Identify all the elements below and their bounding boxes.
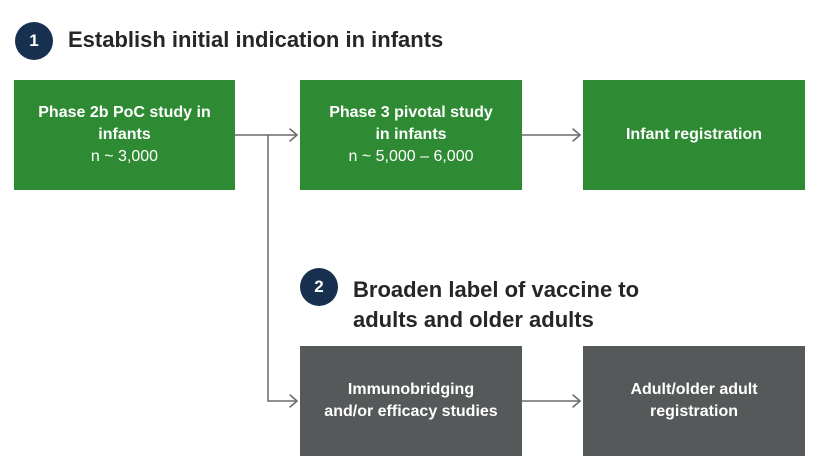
phase-2b-line2: infants bbox=[98, 126, 151, 143]
phase-3-line2: in infants bbox=[375, 126, 447, 143]
phase-2b-box: Phase 2b PoC study in infants n ~ 3,000 bbox=[14, 80, 235, 190]
arrowhead-phase3 bbox=[289, 128, 298, 142]
step-1-badge: 1 bbox=[15, 22, 53, 60]
phase-2b-sample-size: n ~ 3,000 bbox=[90, 148, 159, 165]
step-2-number: 2 bbox=[314, 277, 324, 296]
immunobridging-line1: Immunobridging bbox=[347, 381, 475, 398]
phase-3-sample-size: n ~ 5,000 – 6,000 bbox=[348, 148, 474, 165]
section-2-title-line1: Broaden label of vaccine to bbox=[353, 277, 640, 302]
infant-registration-box: Infant registration bbox=[583, 80, 805, 190]
phase-3-line1: Phase 3 pivotal study bbox=[329, 104, 493, 121]
section-2-title-line2: adults and older adults bbox=[353, 307, 594, 332]
adult-registration-box: Adult/older adult registration bbox=[583, 346, 805, 456]
arrowhead-immunobridging bbox=[289, 394, 298, 408]
adult-registration-line1: Adult/older adult bbox=[630, 381, 758, 398]
immunobridging-box: Immunobridging and/or efficacy studies bbox=[300, 346, 522, 456]
arrowhead-adult-registration bbox=[572, 394, 581, 408]
phase-2b-line1: Phase 2b PoC study in bbox=[38, 104, 211, 121]
infant-registration-label: Infant registration bbox=[625, 126, 762, 143]
phase-3-box: Phase 3 pivotal study in infants n ~ 5,0… bbox=[300, 80, 522, 190]
immunobridging-line2: and/or efficacy studies bbox=[324, 403, 498, 420]
section-2-title: Broaden label of vaccine to adults and o… bbox=[353, 275, 639, 335]
step-1-number: 1 bbox=[29, 31, 39, 50]
adult-registration-line2: registration bbox=[649, 403, 738, 420]
arrowhead-infant-registration bbox=[572, 128, 581, 142]
section-1-title: Establish initial indication in infants bbox=[68, 27, 444, 52]
step-2-badge: 2 bbox=[300, 268, 338, 306]
